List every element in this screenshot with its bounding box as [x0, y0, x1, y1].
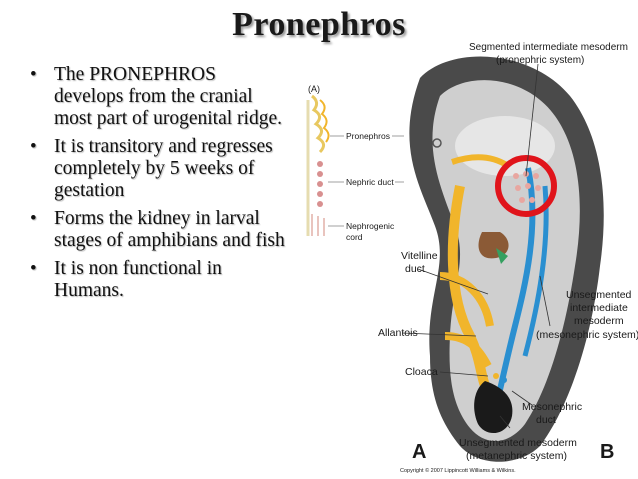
vitelline-mesoderm: [439, 272, 494, 327]
allantois-label: Allantois: [378, 327, 418, 339]
embryo-body: [409, 56, 604, 462]
embryo-figure: (A) Pronephros Nephric duct Nephrogenic: [300, 36, 638, 479]
bullet-dot-icon: •: [30, 258, 37, 279]
bullet-text: The PRONEPHROS develops from the cranial…: [54, 64, 282, 129]
nephrogenic-cord-lines: [311, 214, 325, 236]
unsegmented-label-line3: mesoderm: [574, 315, 624, 327]
nephrotome-segments: [513, 171, 541, 203]
pharyngeal-mesoderm: [451, 154, 510, 169]
inset-panel-a: (A) Pronephros Nephric duct Nephrogenic: [306, 84, 404, 242]
unsegmented-label-line4: (mesonephric system): [536, 329, 638, 341]
bullet-item: • The PRONEPHROS develops from the crania…: [24, 64, 286, 130]
unsegmented-label-line1: Unsegmented: [566, 289, 632, 301]
bullet-dot-icon: •: [30, 64, 37, 85]
bullet-item: • It is transitory and regresses complete…: [24, 136, 286, 202]
mesonephric-duct-label-line1: Mesonephric: [522, 401, 582, 413]
bullet-dot-icon: •: [30, 208, 37, 229]
embryo-inner-shape: [432, 80, 580, 442]
green-marker: [496, 248, 508, 264]
inset-cord-label: cord: [346, 232, 363, 242]
nephric-duct-beads: [317, 161, 323, 207]
unsegmented-label-line2: intermediate: [570, 302, 628, 314]
vitelline-label-line1: Vitelline: [401, 250, 438, 262]
panel-a-letter: A: [412, 441, 426, 463]
cloaca-organ: [474, 381, 513, 434]
eye-icon: [432, 138, 442, 148]
bullet-text: Forms the kidney in larval stages of amp…: [54, 208, 285, 251]
mesoderm-yellow-band: [447, 185, 495, 399]
top-label-line2: (pronephric system): [496, 55, 584, 66]
inset-letter-label: (A): [308, 84, 320, 94]
bullet-list: • The PRONEPHROS develops from the crania…: [24, 64, 286, 308]
pointer-lines: [401, 63, 551, 429]
inset-pronephros-label: Pronephros: [346, 131, 390, 141]
mesonephric-duct-label-line2: duct: [536, 414, 556, 426]
bullet-text: It is transitory and regresses completel…: [54, 136, 273, 201]
allantois-mesoderm: [444, 332, 492, 368]
bullet-item: • It is non functional in Humans.: [24, 258, 286, 302]
embryo-diagram: (A) Pronephros Nephric duct Nephrogenic: [306, 42, 638, 474]
cloaca-label: Cloaca: [405, 366, 438, 378]
bullet-dot-icon: •: [30, 136, 37, 157]
inset-nephrogenic-label: Nephrogenic: [346, 221, 395, 231]
slide-title: Pronephros: [232, 6, 406, 43]
pronephros-highlight-circle: [495, 155, 557, 217]
bullet-text: It is non functional in Humans.: [54, 258, 222, 301]
panel-b-letter: B: [600, 441, 614, 463]
vitelline-label-line2: duct: [405, 263, 425, 275]
bottom-label-line1: Unsegmented mesoderm: [459, 437, 577, 449]
copyright-text: Copyright © 2007 Lippincott Williams & W…: [400, 467, 516, 474]
top-label-line1: Segmented intermediate mesoderm: [469, 42, 628, 53]
bullet-item: • Forms the kidney in larval stages of am…: [24, 208, 286, 252]
bottom-label-line2: (metanephric system): [466, 450, 567, 462]
pronephros-tubules: [306, 94, 330, 236]
inset-nephric-duct-label: Nephric duct: [346, 177, 394, 187]
